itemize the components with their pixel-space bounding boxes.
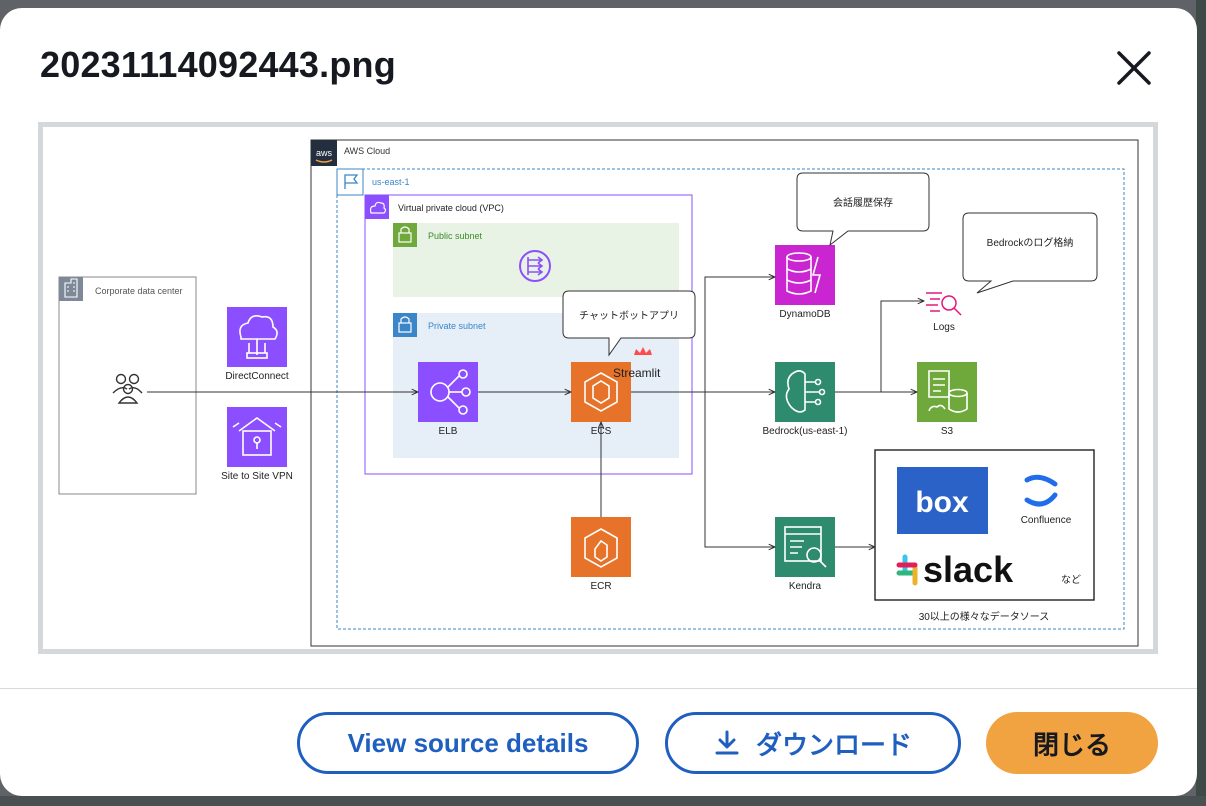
architecture-diagram: aws AWS Cloud us-east-1 Virtual private …: [58, 139, 1139, 647]
public-subnet-label: Public subnet: [428, 231, 483, 241]
image-preview: aws AWS Cloud us-east-1 Virtual private …: [38, 122, 1158, 654]
ecs-glyph: [584, 372, 618, 412]
ecr-glyph: [584, 528, 618, 568]
corporate-building-icon: [64, 278, 78, 298]
private-lock-shackle: [400, 316, 410, 323]
connector-lines: [147, 277, 924, 547]
logs-icon: [926, 292, 962, 316]
ecs-icon: [571, 362, 631, 422]
streamlit-crown-icon: [634, 347, 652, 355]
kendra-label: Kendra: [789, 581, 822, 592]
vpn-glyph: [232, 417, 282, 456]
download-label: ダウンロード: [755, 729, 912, 760]
region-group: [336, 168, 1125, 630]
logs-label: Logs: [933, 322, 955, 333]
view-source-details-button[interactable]: View source details: [297, 712, 639, 774]
nat-gateway-arrows: [527, 256, 544, 276]
confluence-label: Confluence: [1021, 515, 1072, 526]
aws-logo-text: aws: [316, 148, 333, 158]
vpc-label: Virtual private cloud (VPC): [398, 203, 504, 213]
users-icon: [112, 373, 143, 404]
close-button[interactable]: [1108, 42, 1160, 94]
image-preview-modal: 20231114092443.png aws AWS Cloud us-east…: [0, 8, 1197, 796]
vpn-label: Site to Site VPN: [221, 471, 293, 482]
box-logo: [897, 467, 988, 534]
slack-logo-icon: [896, 554, 918, 586]
history-callout-text: 会話履歴保存: [833, 196, 893, 209]
chatbot-callout-text: チャットボットアプリ: [579, 310, 679, 322]
aws-cloud-group: [310, 139, 1139, 647]
bedrock-log-callout-text: Bedrockのログ格納: [987, 236, 1074, 249]
directconnect-icon: [227, 307, 287, 367]
region-label: us-east-1: [372, 177, 410, 187]
ecr-label: ECR: [590, 581, 611, 592]
s3-label: S3: [941, 426, 954, 437]
ecr-icon: [571, 517, 631, 577]
nado-label: など: [1061, 574, 1081, 586]
close-dialog-label: 閉じる: [1032, 729, 1111, 760]
chatbot-callout-bubble: [562, 290, 696, 357]
s3-glyph: [928, 370, 968, 413]
aws-logo-smile-icon: [315, 159, 333, 163]
private-subnet-label: Private subnet: [428, 321, 486, 331]
private-lock-icon: [398, 322, 412, 333]
corporate-group: [58, 276, 197, 495]
close-dialog-button[interactable]: 閉じる: [986, 712, 1158, 774]
backdrop-strip: [1196, 0, 1206, 806]
kendra-glyph: [784, 526, 827, 568]
elb-label: ELB: [439, 426, 458, 437]
public-lock-icon: [398, 232, 412, 243]
close-icon: [1117, 51, 1151, 85]
vpc-badge: [365, 195, 389, 219]
bedrock-glyph: [785, 370, 826, 413]
vpc-cloud-icon: [369, 201, 387, 214]
dynamodb-glyph: [786, 252, 822, 295]
public-lock-shackle: [400, 226, 410, 233]
bedrock-label: Bedrock(us-east-1): [762, 426, 847, 437]
footer-divider: [0, 688, 1197, 689]
directconnect-label: DirectConnect: [225, 371, 289, 382]
slack-logo-text: slack: [923, 549, 1014, 590]
elb-icon: [418, 362, 478, 422]
dynamodb-icon: [775, 245, 835, 305]
history-callout-bubble: [796, 172, 930, 247]
box-logo-text: box: [915, 486, 969, 519]
region-flag-icon: [344, 174, 359, 189]
elb-glyph: [430, 369, 471, 415]
kendra-icon: [775, 517, 835, 577]
backdrop-bottom: [0, 796, 1206, 806]
modal-title: 20231114092443.png: [40, 44, 396, 85]
bedrock-log-callout-bubble: [962, 212, 1098, 294]
dynamodb-label: DynamoDB: [779, 309, 830, 320]
download-button[interactable]: ダウンロード: [665, 712, 961, 774]
region-flag-badge: [336, 168, 364, 196]
corporate-label: Corporate data center: [95, 286, 183, 296]
datasources-caption: 30以上の様々なデータソース: [919, 610, 1050, 623]
aws-cloud-label: AWS Cloud: [344, 146, 390, 156]
download-icon: [714, 730, 740, 756]
confluence-logo-icon: [1024, 474, 1058, 507]
nat-gateway-icon: [519, 250, 551, 282]
directconnect-glyph: [239, 315, 278, 359]
streamlit-label: Streamlit: [613, 366, 661, 380]
view-source-details-label: View source details: [347, 727, 589, 758]
